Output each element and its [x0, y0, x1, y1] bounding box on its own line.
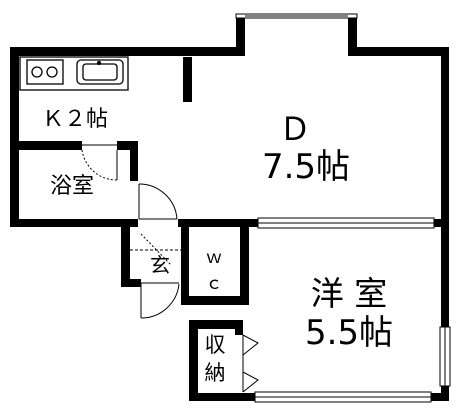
entrance-front-door — [140, 282, 180, 319]
toilet-label-w: ｗ — [206, 248, 223, 268]
burner-right-icon — [46, 66, 58, 78]
western-room-size: 5.5帖 — [305, 313, 393, 353]
wc-left-wall — [181, 219, 189, 299]
entrance-left-wall — [121, 219, 130, 284]
storage-door — [242, 334, 259, 393]
entrance-inner-door — [138, 183, 178, 220]
storage-top-wall — [189, 320, 243, 329]
bay-wall-right — [348, 14, 357, 56]
walls — [10, 14, 449, 401]
kitchen-label: Ｋ２帖 — [42, 107, 108, 132]
bath-top-wall-right — [117, 141, 131, 150]
storage-divider-wall — [235, 320, 243, 335]
sink-icon — [76, 59, 124, 85]
entrance-bottom-wall — [121, 279, 141, 287]
stove-icon — [26, 59, 64, 85]
bottom-wall-left — [189, 393, 255, 401]
partition-wall — [178, 219, 258, 227]
bath-label: 浴室 — [50, 174, 94, 199]
western-room-label: 洋 室 — [311, 274, 388, 313]
top-wall-left — [10, 47, 245, 56]
toilet-label-c: ｃ — [206, 274, 223, 294]
kitchen-stub-wall — [183, 57, 192, 102]
dining-size: 7.5帖 — [262, 147, 350, 187]
wc-bottom-wall — [181, 296, 249, 305]
partition-wall-right — [434, 219, 448, 227]
burner-left-icon — [31, 66, 43, 78]
labels: Ｋ２帖 Ｄ 7.5帖 浴室 玄 ｗ ｃ 洋 室 5.5帖 収 納 — [42, 107, 393, 385]
entrance-label: 玄 — [150, 253, 170, 277]
storage-label-bottom: 納 — [205, 361, 226, 385]
storage-label-top: 収 — [205, 333, 226, 357]
bath-door — [81, 144, 118, 181]
doors — [81, 144, 259, 393]
wc-right-wall — [240, 219, 249, 299]
left-wall — [10, 47, 19, 227]
bath-right-wall — [130, 141, 138, 181]
dining-letter: Ｄ — [279, 110, 311, 148]
right-wall-top — [441, 47, 449, 327]
bath-bottom-wall — [10, 219, 138, 227]
windows — [235, 13, 451, 403]
bottom-wall-right — [431, 393, 449, 401]
bath-top-wall-left — [19, 141, 82, 150]
storage-left-wall — [189, 320, 198, 400]
top-wall-right — [348, 47, 449, 56]
kitchen-counter — [19, 56, 129, 91]
bay-wall-left — [236, 14, 245, 56]
